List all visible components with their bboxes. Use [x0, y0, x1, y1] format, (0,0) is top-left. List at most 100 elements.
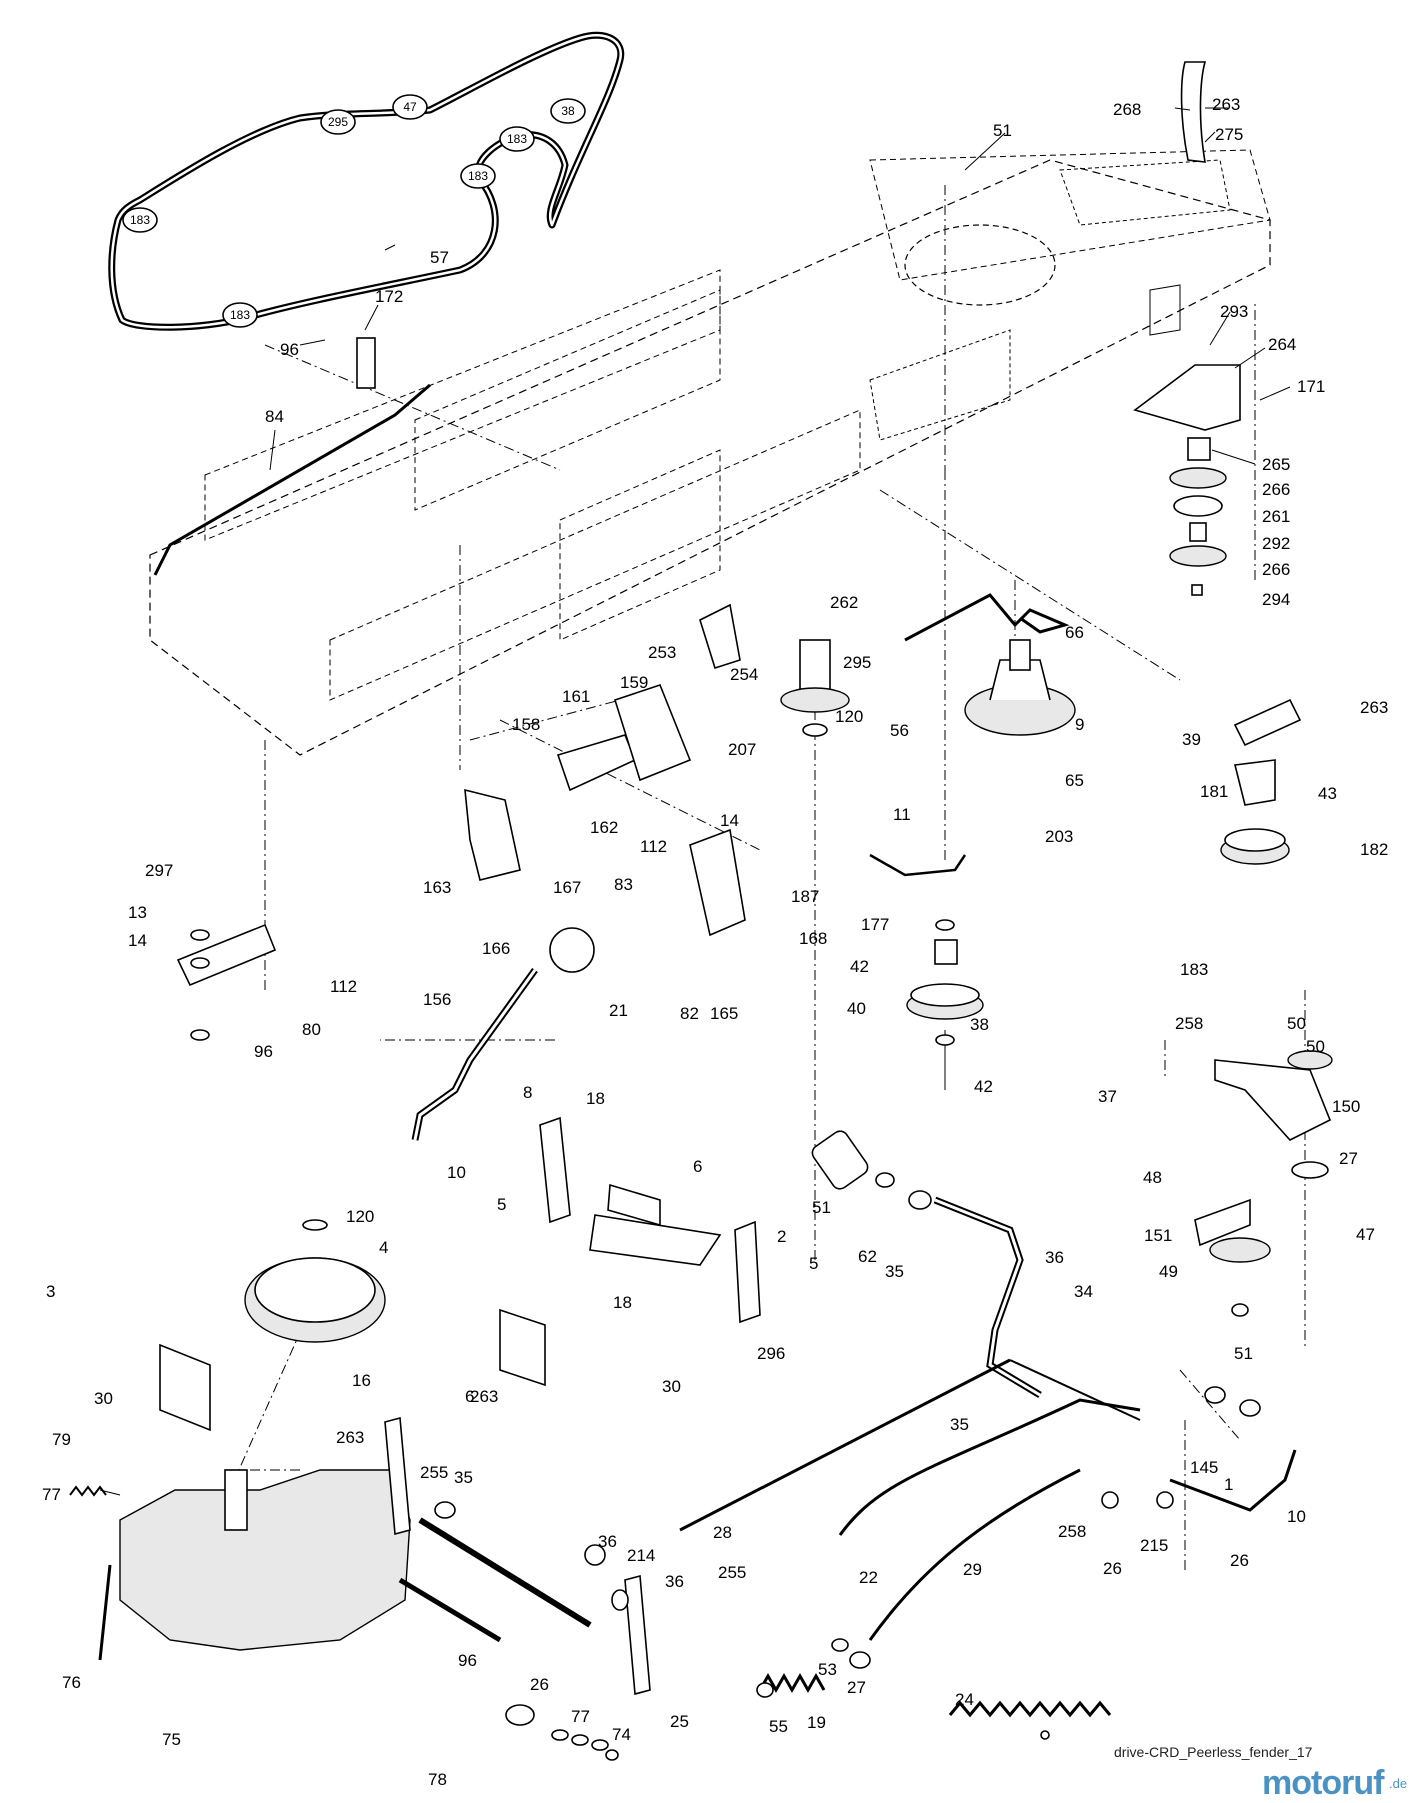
part-number-label: 295 [843, 653, 871, 672]
part-number-label: 165 [710, 1004, 738, 1023]
belt-pulley-label: 183 [468, 169, 488, 183]
part-number-label: 167 [553, 878, 581, 897]
part-number-label: 263 [1212, 95, 1240, 114]
belt-pulley [550, 98, 586, 124]
part-number-label: 35 [885, 1262, 904, 1281]
part-number-label: 26 [1230, 1551, 1249, 1570]
part-number-label: 66 [1065, 623, 1084, 642]
part-number-label: 158 [512, 715, 540, 734]
part-number-label: 182 [1360, 840, 1388, 859]
motoruf-logo: motoruf [1262, 1764, 1384, 1802]
tractor-frame [149, 149, 1271, 756]
part-number-label: 172 [375, 287, 403, 306]
part-number-label: 62 [858, 1247, 877, 1266]
part-number-label: 145 [1190, 1458, 1218, 1477]
part-number-label: 156 [423, 990, 451, 1009]
part-number-label: 36 [598, 1532, 617, 1551]
motoruf-logo-suffix: .de [1389, 1776, 1408, 1791]
part-number-label: 263 [1360, 698, 1388, 717]
part-number-label: 13 [128, 903, 147, 922]
part-number-label: 255 [718, 1563, 746, 1582]
part-number-label: 21 [609, 1001, 628, 1020]
part-number-label: 14 [128, 931, 147, 950]
part-number-label: 14 [720, 811, 739, 830]
belt-pulley [499, 126, 535, 152]
part-number-label: 35 [454, 1468, 473, 1487]
part-number-label: 80 [302, 1020, 321, 1039]
belt-pulley-label: 183 [230, 308, 250, 322]
part-number-label: 5 [809, 1254, 818, 1273]
part-number-label: 159 [620, 673, 648, 692]
part-number-label: 83 [614, 875, 633, 894]
part-number-label: 3 [46, 1282, 55, 1301]
part-number-label: 163 [423, 878, 451, 897]
belt-pulley-label: 295 [328, 115, 348, 129]
part-number-label: 24 [955, 1690, 974, 1709]
part-number-label: 6 [693, 1157, 702, 1176]
part-number-label: 49 [1159, 1262, 1178, 1281]
part-number-label: 161 [562, 687, 590, 706]
belt-pulley-label: 38 [561, 104, 575, 118]
part-number-label: 10 [447, 1163, 466, 1182]
part-number-label: 27 [847, 1678, 866, 1697]
part-number-label: 181 [1200, 782, 1228, 801]
parts [69, 61, 1333, 1718]
part-number-label: 51 [1234, 1344, 1253, 1363]
part-number-label: 48 [1143, 1168, 1162, 1187]
part-number-label: 30 [94, 1389, 113, 1408]
part-number-label: 255 [420, 1463, 448, 1482]
drive-belt [108, 31, 625, 331]
diagram-caption: drive-CRD_Peerless_fender_17 [1114, 1744, 1313, 1760]
part-number-label: 50 [1306, 1037, 1325, 1056]
part-number-label: 51 [993, 121, 1012, 140]
part-number-label: 30 [662, 1377, 681, 1396]
part-number-label: 16 [352, 1371, 371, 1390]
part-number-label: 166 [482, 939, 510, 958]
part-number-label: 18 [586, 1089, 605, 1108]
part-number-label: 162 [590, 818, 618, 837]
part-number-label: 47 [1356, 1225, 1375, 1244]
part-number-label: 53 [818, 1660, 837, 1679]
part-number-label: 65 [1065, 771, 1084, 790]
part-number-label: 4 [379, 1238, 388, 1257]
part-number-label: 254 [730, 665, 758, 684]
part-number-label: 265 [1262, 455, 1290, 474]
part-number-label: 9 [1075, 715, 1084, 734]
part-number-label: 96 [254, 1042, 273, 1061]
part-number-label: 263 [470, 1387, 498, 1406]
belt-pulley [460, 163, 496, 189]
part-number-label: 292 [1262, 534, 1290, 553]
part-number-label: 296 [757, 1344, 785, 1363]
belt-pulley-label: 47 [403, 100, 417, 114]
part-number-label: 38 [970, 1015, 989, 1034]
part-number-label: 151 [1144, 1226, 1172, 1245]
part-number-label: 262 [830, 593, 858, 612]
part-number-label: 27 [1339, 1149, 1358, 1168]
part-number-label: 120 [835, 707, 863, 726]
part-number-label: 56 [890, 721, 909, 740]
part-number-label: 25 [670, 1712, 689, 1731]
part-number-label: 215 [1140, 1536, 1168, 1555]
hardware-washers [190, 919, 1261, 1761]
part-number-label: 264 [1268, 335, 1296, 354]
part-number-label: 261 [1262, 507, 1290, 526]
part-number-label: 263 [336, 1428, 364, 1447]
part-number-label: 96 [280, 340, 299, 359]
part-number-label: 258 [1058, 1522, 1086, 1541]
part-number-label: 74 [612, 1725, 631, 1744]
part-number-label: 150 [1332, 1097, 1360, 1116]
part-number-label: 253 [648, 643, 676, 662]
part-number-label: 183 [1180, 960, 1208, 979]
part-number-label: 203 [1045, 827, 1073, 846]
part-number-label: 268 [1113, 100, 1141, 119]
part-number-label: 82 [680, 1004, 699, 1023]
part-number-label: 207 [728, 740, 756, 759]
part-number-label: 10 [1287, 1507, 1306, 1526]
part-number-label: 19 [807, 1713, 826, 1732]
part-number-label: 171 [1297, 377, 1325, 396]
part-number-label: 43 [1318, 784, 1337, 803]
part-number-label: 78 [428, 1770, 447, 1789]
part-number-label: 26 [530, 1675, 549, 1694]
part-number-label: 77 [571, 1707, 590, 1726]
